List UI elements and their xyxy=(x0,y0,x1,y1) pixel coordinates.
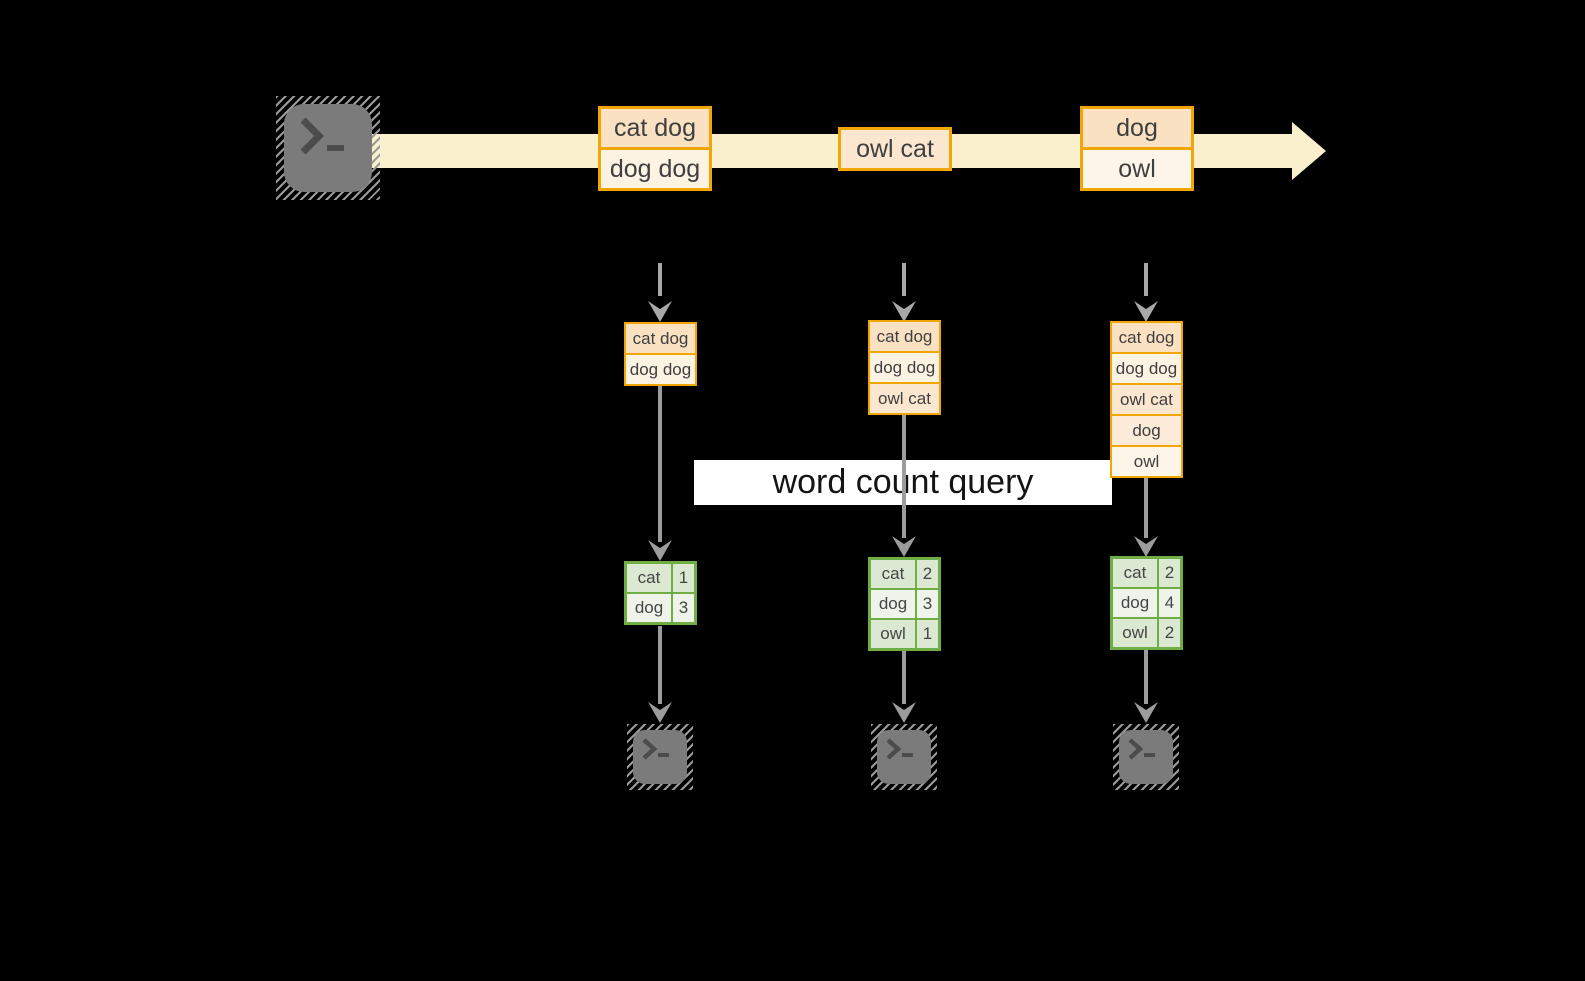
table-row: owl 1 xyxy=(871,620,938,648)
word-cell: cat xyxy=(1113,559,1157,587)
table-row: cat 2 xyxy=(871,560,938,588)
buffer-row: cat dog xyxy=(626,324,695,353)
count-cell: 3 xyxy=(673,594,694,622)
event-row: cat dog xyxy=(601,109,709,147)
terminal-icon-body xyxy=(284,104,372,192)
stream-event-batch-3: dog owl xyxy=(1080,106,1194,191)
word-cell: cat xyxy=(627,564,671,592)
event-row: dog xyxy=(1083,109,1191,147)
stream-event-batch-1: cat dog dog dog xyxy=(598,106,712,191)
terminal-prompt-icon xyxy=(886,738,913,760)
word-cell: cat xyxy=(871,560,915,588)
terminal-prompt-icon xyxy=(642,738,669,760)
table-row: dog 3 xyxy=(627,594,694,622)
terminal-icon xyxy=(276,96,380,200)
buffer-stack-3: cat dog dog dog owl cat dog owl xyxy=(1110,321,1183,478)
buffer-row: cat dog xyxy=(870,322,939,351)
stream-arrow-head-icon xyxy=(1292,122,1326,180)
arrow-head-icon xyxy=(1134,702,1158,723)
event-row: owl cat xyxy=(841,130,949,168)
buffer-row: dog dog xyxy=(870,351,939,382)
dashed-arrow-line xyxy=(1144,263,1148,296)
table-row: cat 1 xyxy=(627,564,694,592)
arrow-head-icon xyxy=(1134,536,1158,557)
count-cell: 1 xyxy=(917,620,938,648)
arrow-head-icon xyxy=(648,702,672,723)
connector-line xyxy=(1144,649,1148,704)
buffer-row: dog dog xyxy=(626,353,695,384)
terminal-icon xyxy=(627,724,693,790)
buffer-row: dog xyxy=(1112,414,1181,445)
table-row: cat 2 xyxy=(1113,559,1180,587)
arrow-head-icon xyxy=(892,702,916,723)
buffer-row: owl cat xyxy=(1112,383,1181,414)
event-row: owl xyxy=(1083,147,1191,188)
buffer-row: owl xyxy=(1112,445,1181,476)
terminal-icon-body xyxy=(877,730,931,784)
connector-line xyxy=(902,415,906,538)
event-row: dog dog xyxy=(601,147,709,188)
terminal-prompt-icon xyxy=(300,117,344,155)
word-cell: dog xyxy=(871,590,915,618)
terminal-icon-body xyxy=(633,730,687,784)
terminal-icon xyxy=(871,724,937,790)
terminal-icon-body xyxy=(1119,730,1173,784)
word-cell: owl xyxy=(1113,619,1157,647)
buffer-stack-2: cat dog dog dog owl cat xyxy=(868,320,941,415)
buffer-row: dog dog xyxy=(1112,352,1181,383)
count-cell: 4 xyxy=(1159,589,1180,617)
count-cell: 1 xyxy=(673,564,694,592)
count-cell: 3 xyxy=(917,590,938,618)
arrow-head-icon xyxy=(1134,301,1158,322)
buffer-row: cat dog xyxy=(1112,323,1181,352)
terminal-prompt-icon xyxy=(1128,738,1155,760)
word-cell: owl xyxy=(871,620,915,648)
table-row: dog 4 xyxy=(1113,589,1180,617)
word-cell: dog xyxy=(1113,589,1157,617)
connector-line xyxy=(902,650,906,704)
terminal-icon xyxy=(1113,724,1179,790)
count-cell: 2 xyxy=(1159,559,1180,587)
count-table-2: cat 2 dog 3 owl 1 xyxy=(868,557,941,651)
table-row: owl 2 xyxy=(1113,619,1180,647)
connector-line xyxy=(658,386,662,542)
table-row: dog 3 xyxy=(871,590,938,618)
buffer-row: owl cat xyxy=(870,382,939,413)
connector-line xyxy=(658,626,662,704)
word-cell: dog xyxy=(627,594,671,622)
arrow-head-icon xyxy=(648,301,672,322)
arrow-head-icon xyxy=(892,301,916,322)
count-cell: 2 xyxy=(917,560,938,588)
arrow-head-icon xyxy=(892,536,916,557)
arrow-head-icon xyxy=(648,540,672,561)
buffer-stack-1: cat dog dog dog xyxy=(624,322,697,386)
dashed-arrow-line xyxy=(658,263,662,296)
count-cell: 2 xyxy=(1159,619,1180,647)
dashed-arrow-line xyxy=(902,263,906,296)
stream-event-batch-2: owl cat xyxy=(838,127,952,171)
count-table-3: cat 2 dog 4 owl 2 xyxy=(1110,556,1183,650)
count-table-1: cat 1 dog 3 xyxy=(624,561,697,625)
connector-line xyxy=(1144,478,1148,538)
